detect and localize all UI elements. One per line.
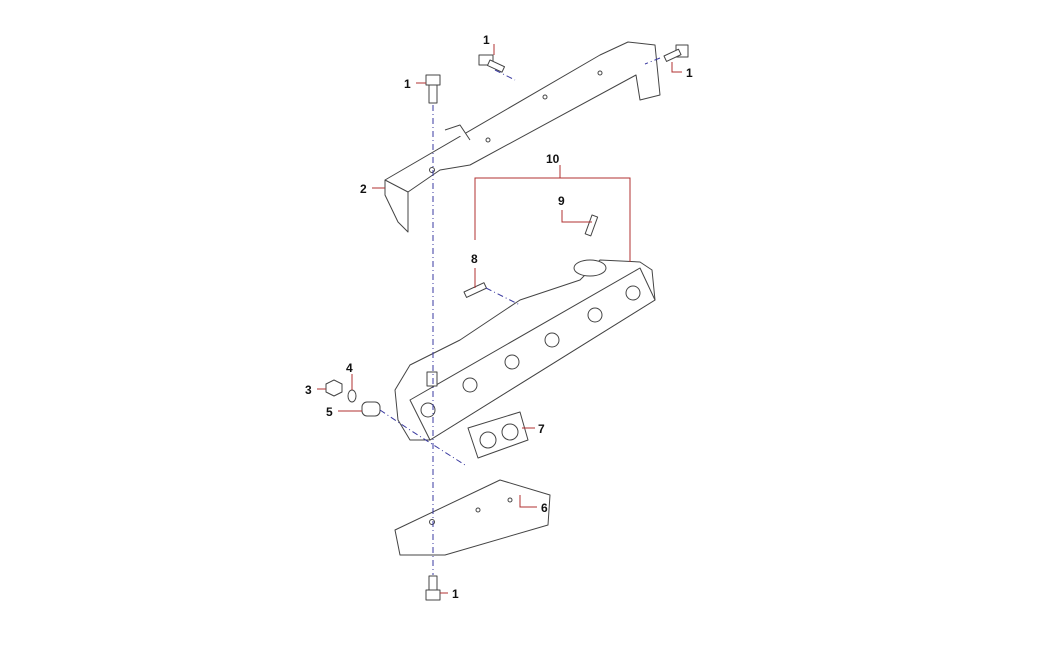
callout-washer: 4 <box>346 361 353 375</box>
stud-left <box>463 282 487 298</box>
stud-right <box>584 214 599 237</box>
callout-nut: 3 <box>305 383 312 397</box>
bolt-bottom <box>425 575 441 601</box>
spacer <box>361 401 381 417</box>
callout-manifold-assembly: 10 <box>546 152 560 166</box>
callout-bolt-bottom: 1 <box>452 587 459 601</box>
callout-stud-right: 9 <box>558 194 565 208</box>
exhaust-manifold <box>394 259 656 441</box>
gasket <box>467 411 529 459</box>
washer <box>347 389 357 403</box>
callout-bolt-left: 1 <box>404 77 411 91</box>
callout-gasket: 7 <box>538 422 545 436</box>
bolt-left <box>425 74 441 104</box>
nut <box>325 379 343 397</box>
bolt-top <box>478 54 506 73</box>
callout-stud-left: 8 <box>471 252 478 266</box>
callout-spacer: 5 <box>326 405 333 419</box>
bolt-right <box>663 44 689 62</box>
callout-bolt-top: 1 <box>483 33 490 47</box>
callout-bolt-right: 1 <box>686 66 693 80</box>
lower-heat-shield <box>394 479 551 556</box>
callout-heat-shield-lower: 6 <box>541 501 548 515</box>
callout-heat-shield-upper: 2 <box>360 182 367 196</box>
upper-heat-shield <box>384 41 661 233</box>
